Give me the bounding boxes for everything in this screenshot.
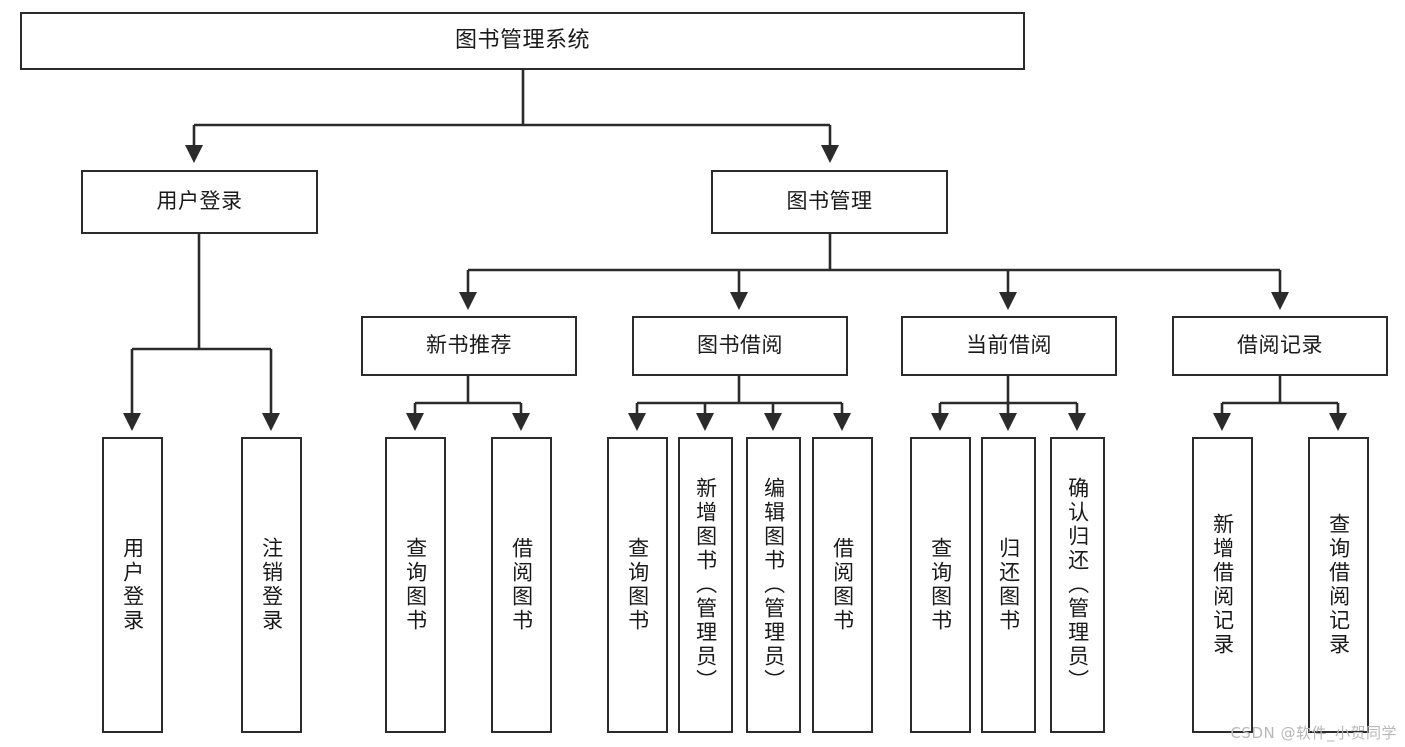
node-borrow-record[interactable]: 借阅记录 <box>1172 316 1388 376</box>
node-label: 查询图书 <box>928 537 953 633</box>
node-leaf-query-book-current[interactable]: 查询图书 <box>910 437 971 733</box>
node-label: 新增图书（管理员） <box>693 477 718 693</box>
node-current-borrow[interactable]: 当前借阅 <box>901 316 1117 376</box>
node-leaf-query-book-recommend[interactable]: 查询图书 <box>385 437 446 733</box>
node-leaf-borrow-book[interactable]: 借阅图书 <box>812 437 873 733</box>
node-label: 借阅图书 <box>509 537 534 633</box>
csdn-watermark: CSDN @软件_小贺同学 <box>1230 724 1397 742</box>
node-label: 借阅图书 <box>830 537 855 633</box>
node-label: 确认归还（管理员） <box>1065 477 1090 693</box>
node-label: 查询图书 <box>403 537 428 633</box>
node-leaf-edit-book[interactable]: 编辑图书（管理员） <box>746 437 801 733</box>
node-user-login[interactable]: 用户登录 <box>81 170 318 234</box>
node-label: 图书管理 <box>786 189 873 214</box>
node-label: 新书推荐 <box>426 333 512 358</box>
node-new-book-recommend[interactable]: 新书推荐 <box>361 316 577 376</box>
node-leaf-add-book[interactable]: 新增图书（管理员） <box>678 437 733 733</box>
node-leaf-user-login[interactable]: 用户登录 <box>102 437 163 733</box>
node-label: 编辑图书（管理员） <box>761 477 786 693</box>
node-label: 注销登录 <box>259 537 284 633</box>
node-label: 查询图书 <box>625 537 650 633</box>
node-leaf-return-book[interactable]: 归还图书 <box>981 437 1036 733</box>
node-leaf-user-logout[interactable]: 注销登录 <box>241 437 302 733</box>
node-label: 新增借阅记录 <box>1210 513 1235 657</box>
node-label: 当前借阅 <box>966 333 1052 358</box>
node-label: 归还图书 <box>996 537 1021 633</box>
node-label: 查询借阅记录 <box>1326 513 1351 657</box>
node-label: 用户登录 <box>120 537 145 633</box>
node-book-management[interactable]: 图书管理 <box>711 170 948 234</box>
node-leaf-query-book-borrow[interactable]: 查询图书 <box>607 437 668 733</box>
node-root-book-management-system[interactable]: 图书管理系统 <box>20 12 1025 70</box>
node-label: 图书管理系统 <box>454 27 590 53</box>
node-book-borrow[interactable]: 图书借阅 <box>632 316 848 376</box>
node-label: 图书借阅 <box>697 333 783 358</box>
node-label: 用户登录 <box>156 189 243 214</box>
node-label: 借阅记录 <box>1237 333 1323 358</box>
node-leaf-add-borrow-record[interactable]: 新增借阅记录 <box>1192 437 1253 733</box>
node-leaf-borrow-book-recommend[interactable]: 借阅图书 <box>491 437 552 733</box>
node-leaf-query-borrow-record[interactable]: 查询借阅记录 <box>1308 437 1369 733</box>
node-leaf-confirm-return[interactable]: 确认归还（管理员） <box>1050 437 1105 733</box>
